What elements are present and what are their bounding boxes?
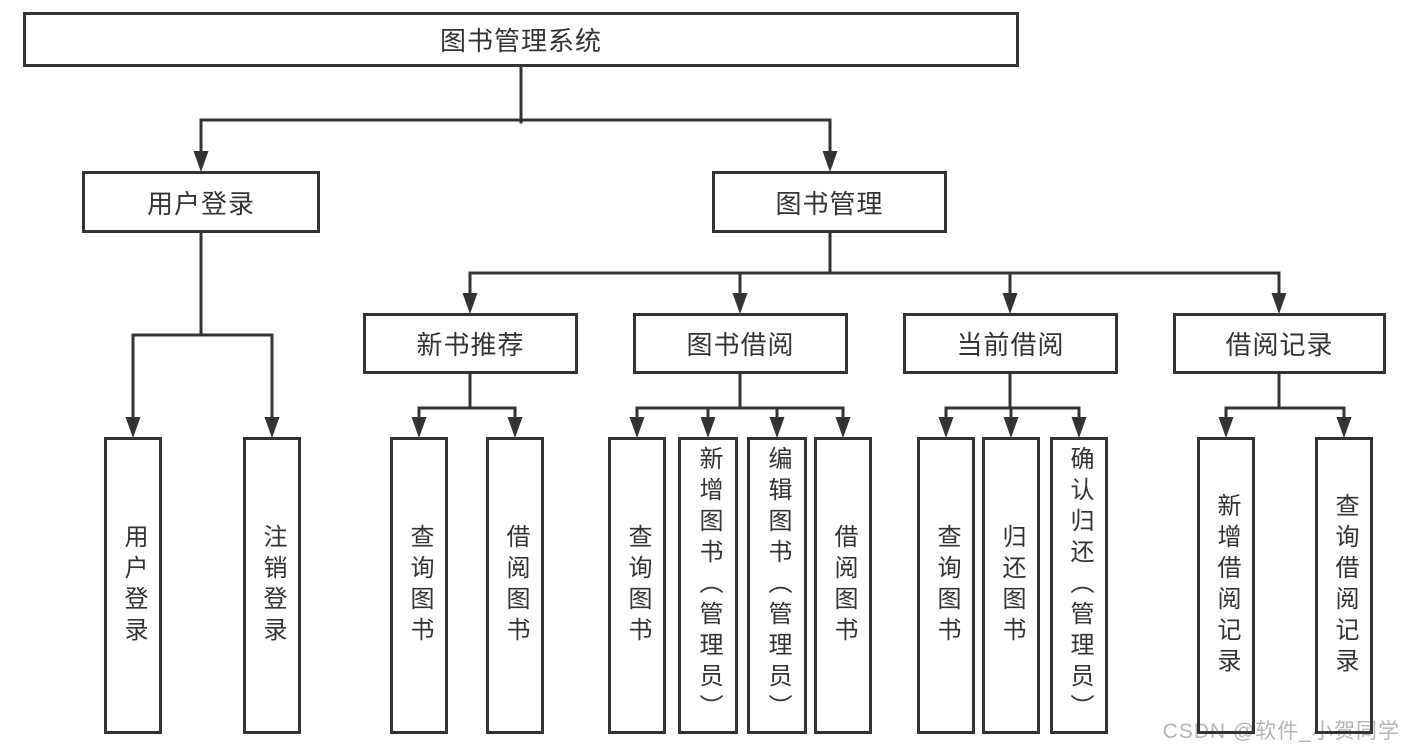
leaf-label: 查询图书 — [406, 523, 433, 648]
leaf-label: 查询图书 — [933, 523, 960, 648]
node-label: 借阅记录 — [1225, 330, 1334, 360]
leaf-confirm-return-admin: 确认归还（管理员） — [1050, 437, 1108, 734]
node-root-label: 图书管理系统 — [439, 26, 602, 56]
node-borrow-records: 借阅记录 — [1173, 313, 1386, 374]
node-label: 当前借阅 — [956, 330, 1065, 360]
leaf-return-books: 归还图书 — [982, 437, 1040, 734]
leaf-label: 归还图书 — [998, 523, 1025, 648]
leaf-edit-books-admin: 编辑图书（管理员） — [747, 437, 807, 734]
leaf-label: 注销登录 — [259, 523, 286, 648]
leaf-label: 借阅图书 — [502, 523, 529, 648]
node-new-book-recommend: 新书推荐 — [363, 313, 578, 374]
node-label: 图书管理 — [775, 188, 884, 219]
node-book-borrow: 图书借阅 — [633, 313, 848, 374]
leaf-label: 编辑图书（管理员） — [764, 446, 791, 725]
node-user-login-module: 用户登录 — [82, 171, 320, 233]
node-current-borrow: 当前借阅 — [903, 313, 1118, 374]
leaf-query-books-1: 查询图书 — [390, 437, 448, 734]
node-label: 图书借阅 — [686, 330, 795, 360]
leaf-add-books-admin: 新增图书（管理员） — [678, 437, 738, 734]
leaf-query-books-3: 查询图书 — [917, 437, 975, 734]
node-root-system: 图书管理系统 — [23, 12, 1019, 67]
leaf-label: 借阅图书 — [830, 523, 857, 648]
leaf-label: 查询图书 — [624, 523, 651, 648]
leaf-add-borrow-record: 新增借阅记录 — [1197, 437, 1255, 734]
leaf-label: 用户登录 — [120, 523, 147, 648]
leaf-label: 查询借阅记录 — [1331, 492, 1358, 679]
node-book-management-module: 图书管理 — [712, 171, 947, 233]
leaf-query-borrow-record: 查询借阅记录 — [1315, 437, 1373, 734]
node-label: 用户登录 — [146, 188, 255, 219]
leaf-label: 确认归还（管理员） — [1066, 446, 1093, 725]
leaf-query-books-2: 查询图书 — [608, 437, 666, 734]
node-label: 新书推荐 — [416, 330, 525, 360]
leaf-borrow-books-1: 借阅图书 — [486, 437, 544, 734]
leaf-borrow-books-2: 借阅图书 — [814, 437, 872, 734]
leaf-user-login: 用户登录 — [104, 437, 162, 734]
leaf-logout: 注销登录 — [243, 437, 301, 734]
leaf-label: 新增借阅记录 — [1213, 492, 1240, 679]
leaf-label: 新增图书（管理员） — [695, 446, 722, 725]
